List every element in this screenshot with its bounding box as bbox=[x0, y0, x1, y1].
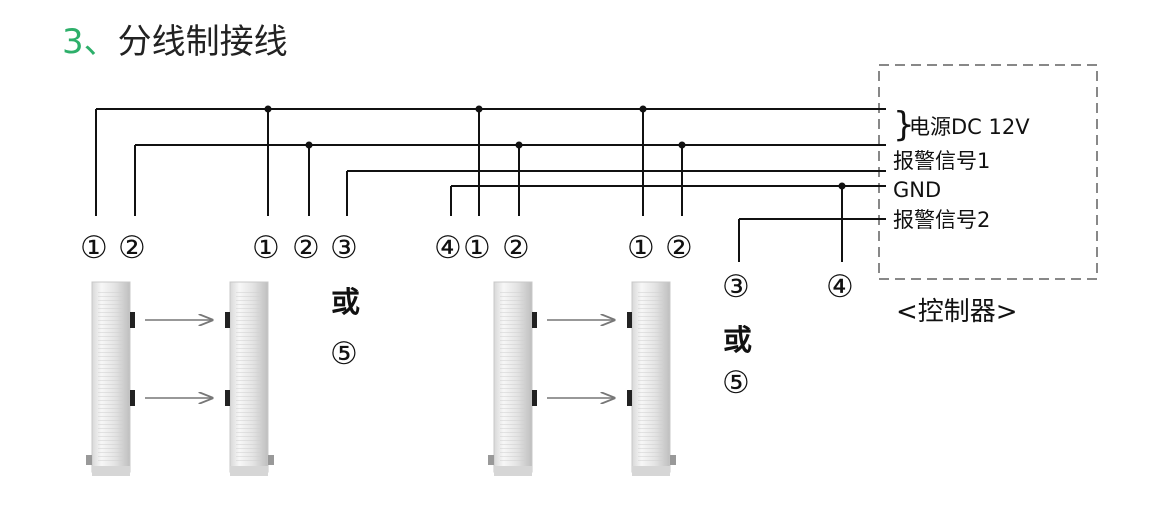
sensor-lens bbox=[130, 312, 135, 328]
sensor-lens bbox=[225, 312, 230, 328]
terminal-2: ② bbox=[665, 230, 693, 266]
section-title: 3、分线制接线 bbox=[62, 20, 288, 64]
terminal-1: ① bbox=[463, 230, 491, 266]
terminal-4: ④ bbox=[434, 230, 462, 266]
or-label: 或 bbox=[723, 323, 752, 357]
terminal-3: ③ bbox=[722, 269, 750, 305]
sensor-lens bbox=[532, 312, 537, 328]
post-base bbox=[494, 466, 532, 476]
junction-dot bbox=[838, 182, 846, 190]
junction-dot bbox=[264, 105, 272, 113]
brace-symbol: } bbox=[893, 105, 915, 145]
post-ribs bbox=[236, 292, 262, 464]
section-title-text: 分线制接线 bbox=[117, 22, 288, 62]
terminal-3: ③ bbox=[330, 230, 358, 266]
terminal-1: ① bbox=[80, 230, 108, 266]
post-ribs bbox=[638, 292, 664, 464]
junction-dot bbox=[515, 141, 523, 149]
section-number: 3、 bbox=[62, 22, 118, 62]
terminal-5: ⑤ bbox=[722, 365, 750, 401]
sensor-lens bbox=[627, 390, 632, 406]
post-ribs bbox=[98, 292, 124, 464]
terminal-2: ② bbox=[502, 230, 530, 266]
sensor-lens bbox=[532, 390, 537, 406]
or-label: 或 bbox=[331, 285, 360, 319]
post-bracket bbox=[670, 455, 676, 465]
post-bracket bbox=[488, 455, 494, 465]
terminal-4: ④ bbox=[826, 269, 854, 305]
sensor-lens bbox=[627, 312, 632, 328]
post-ribs bbox=[500, 292, 526, 464]
terminal-2: ② bbox=[292, 230, 320, 266]
junction-dot bbox=[475, 105, 483, 113]
terminal-2: ② bbox=[118, 230, 146, 266]
terminal-1: ① bbox=[627, 230, 655, 266]
controller-label: <控制器> bbox=[896, 297, 1018, 327]
beam-post-pair-2 bbox=[488, 281, 676, 476]
terminal-5: ⑤ bbox=[330, 336, 358, 372]
beam-post-pair-1 bbox=[86, 281, 274, 476]
power-label: 电源DC 12V bbox=[909, 115, 1030, 139]
junction-dot bbox=[639, 105, 647, 113]
post-base bbox=[92, 466, 130, 476]
alarm2-label: 报警信号2 bbox=[893, 208, 990, 232]
sensor-lens bbox=[225, 390, 230, 406]
post-base bbox=[632, 466, 670, 476]
gnd-label: GND bbox=[893, 178, 941, 202]
terminal-1: ① bbox=[252, 230, 280, 266]
post-bracket bbox=[86, 455, 92, 465]
alarm1-label: 报警信号1 bbox=[893, 149, 990, 173]
post-base bbox=[230, 466, 268, 476]
sensor-lens bbox=[130, 390, 135, 406]
post-bracket bbox=[268, 455, 274, 465]
junction-dot bbox=[305, 141, 313, 149]
junction-dot bbox=[678, 141, 686, 149]
